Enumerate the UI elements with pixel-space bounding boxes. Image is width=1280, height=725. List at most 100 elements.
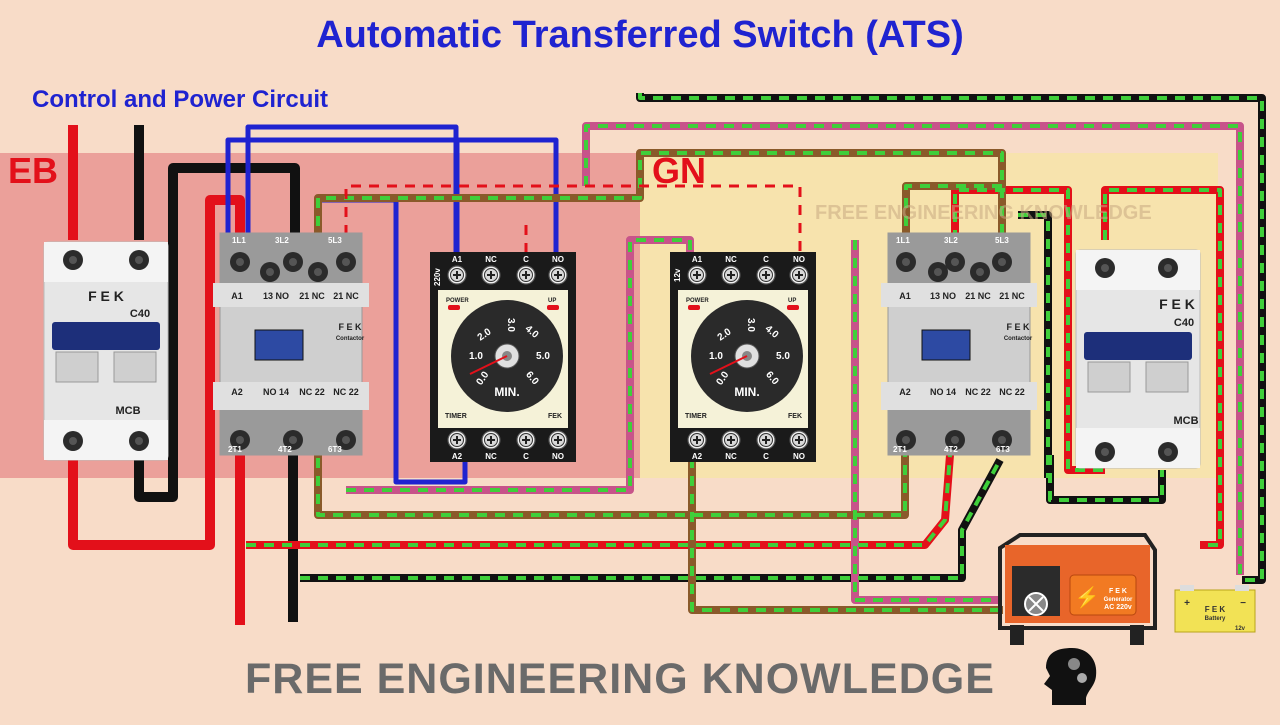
mcb-right-rating: C40 xyxy=(1174,317,1194,329)
terminal-screw-icon xyxy=(481,430,501,450)
terminal-screw-icon xyxy=(687,265,707,285)
contactor-right-14no: NO 14 xyxy=(930,387,956,397)
timer-left-voltage: 220v xyxy=(433,268,442,286)
contactor-left-a1: A1 xyxy=(231,291,243,301)
timer-right-bottom-a2: A2 xyxy=(692,452,703,461)
timer-left-top-a1: A1 xyxy=(452,255,463,264)
contactor-left-term-3: 3L2 xyxy=(275,236,289,245)
timer-left-power: POWER xyxy=(446,298,469,304)
contactor-right-21nc-b: 21 NC xyxy=(999,291,1025,301)
timer-left-brand: FEK xyxy=(548,413,562,420)
timer-left-dial-1: 1.0 xyxy=(469,351,483,362)
terminal-screw-icon xyxy=(516,430,536,450)
contactor-right-a1: A1 xyxy=(899,291,911,301)
contactor-right-22nc-b: NC 22 xyxy=(999,387,1025,397)
terminal-screw-icon xyxy=(63,431,83,451)
mcb-left-label: MCB xyxy=(115,405,140,417)
terminal-screw-icon xyxy=(756,265,776,285)
contactor-right-22nc-a: NC 22 xyxy=(965,387,991,397)
terminal-screw-icon xyxy=(230,252,250,272)
mcb-right-brand: F E K xyxy=(1159,296,1195,312)
terminal-screw-icon xyxy=(1095,258,1115,278)
contactor-right-brand-sub: Contactor xyxy=(1004,336,1033,342)
terminal-screw-icon xyxy=(260,262,280,282)
contactor-left-term-1: 1L1 xyxy=(232,236,246,245)
gn-zone-label: GN xyxy=(652,150,706,191)
timer-right-bottom-nc: NC xyxy=(725,452,737,461)
timer-right-power: POWER xyxy=(686,298,709,304)
terminal-screw-icon xyxy=(548,265,568,285)
contactor-left-22nc-b: NC 22 xyxy=(333,387,359,397)
green-dashed-wires xyxy=(246,93,1266,614)
mcb-left-brand: F E K xyxy=(88,288,124,304)
contactor-left-21nc-b: 21 NC xyxy=(333,291,359,301)
contactor-right[interactable]: 1L1 3L2 5L3 A1 13 NO 21 NC 21 NC F E K C… xyxy=(881,232,1037,456)
battery-plus: + xyxy=(1184,598,1190,609)
contactor-right-13no: 13 NO xyxy=(930,291,956,301)
contactor-left-13no: 13 NO xyxy=(263,291,289,301)
terminal-screw-icon xyxy=(1095,442,1115,462)
generator-line2: AC 220v xyxy=(1104,604,1132,611)
contactor-left-term-4: 4T2 xyxy=(278,445,292,454)
timer-left-top-no: NO xyxy=(552,255,564,264)
terminal-screw-icon xyxy=(789,265,809,285)
terminal-screw-icon xyxy=(516,265,536,285)
timer-left-bottom-no: NO xyxy=(552,452,564,461)
power-led-icon xyxy=(688,305,700,310)
timer-right-bottom-no: NO xyxy=(793,452,805,461)
contactor-right-brand: F E K xyxy=(1006,322,1030,332)
terminal-screw-icon xyxy=(721,265,741,285)
terminal-screw-icon xyxy=(789,430,809,450)
contactor-left-brand-sub: Contactor xyxy=(336,336,365,342)
mcb-right[interactable]: F E K C40 MCB xyxy=(1075,249,1201,469)
timer-right-brand: FEK xyxy=(788,413,802,420)
generator-line1: Generator xyxy=(1104,597,1133,603)
timer-right-bottom-c: C xyxy=(763,452,769,461)
contactor-left-22nc-a: NC 22 xyxy=(299,387,325,397)
timer-left[interactable]: 220v A1 NC C NO POWER UP 0.0 1.0 2.0 3.0… xyxy=(430,252,576,462)
timer-right-top-no: NO xyxy=(793,255,805,264)
terminal-screw-icon xyxy=(896,252,916,272)
timer-left-bottom-nc: NC xyxy=(485,452,497,461)
terminal-screw-icon xyxy=(928,262,948,282)
contactor-right-term-2: 2T1 xyxy=(893,445,907,454)
battery[interactable]: + − F E K Battery 12v xyxy=(1174,585,1256,633)
timer-right-dial-5: 5.0 xyxy=(776,351,790,362)
eb-zone-label: EB xyxy=(8,150,59,191)
contactor-left-a2: A2 xyxy=(231,387,243,397)
terminal-screw-icon xyxy=(1158,258,1178,278)
battery-minus: − xyxy=(1240,598,1246,609)
timer-right[interactable]: 12v A1 NC C NO POWER UP 0.0 1.0 2.0 3.0 … xyxy=(670,252,816,462)
timer-left-up: UP xyxy=(548,298,556,304)
eb-supply-wires xyxy=(68,125,300,625)
timer-left-bottom-a2: A2 xyxy=(452,452,463,461)
terminal-screw-icon xyxy=(970,262,990,282)
timer-right-voltage: 12v xyxy=(673,268,682,282)
terminal-screw-icon xyxy=(447,430,467,450)
page-subtitle: Control and Power Circuit xyxy=(32,86,329,113)
terminal-screw-icon xyxy=(63,250,83,270)
brain-gear-head-icon xyxy=(1044,648,1097,705)
mcb-right-label: MCB xyxy=(1173,415,1198,427)
contactor-right-a2: A2 xyxy=(899,387,911,397)
contactor-right-term-4: 4T2 xyxy=(944,445,958,454)
contactor-right-term-6: 6T3 xyxy=(996,445,1010,454)
contactor-left-term-5: 5L3 xyxy=(328,236,342,245)
terminal-screw-icon xyxy=(481,265,501,285)
timer-left-label: TIMER xyxy=(445,413,467,420)
generator[interactable]: ⚡ F E K Generator AC 220v xyxy=(998,533,1157,645)
battery-name: Battery xyxy=(1205,616,1226,622)
contactor-right-term-5: 5L3 xyxy=(995,236,1009,245)
terminal-screw-icon xyxy=(336,252,356,272)
contactor-left[interactable]: 1L1 3L2 5L3 A1 13 NO 21 NC 21 NC F E K C… xyxy=(213,232,369,456)
mcb-left[interactable]: F E K C40 MCB xyxy=(43,241,169,461)
battery-rating: 12v xyxy=(1235,626,1246,632)
battery-brand: F E K xyxy=(1205,605,1226,614)
page-title: Automatic Transferred Switch (ATS) xyxy=(316,14,964,56)
terminal-screw-icon xyxy=(992,252,1012,272)
generator-brand: F E K xyxy=(1109,588,1127,595)
timer-left-top-nc: NC xyxy=(485,255,497,264)
contactor-right-term-3: 3L2 xyxy=(944,236,958,245)
terminal-screw-icon xyxy=(1158,442,1178,462)
